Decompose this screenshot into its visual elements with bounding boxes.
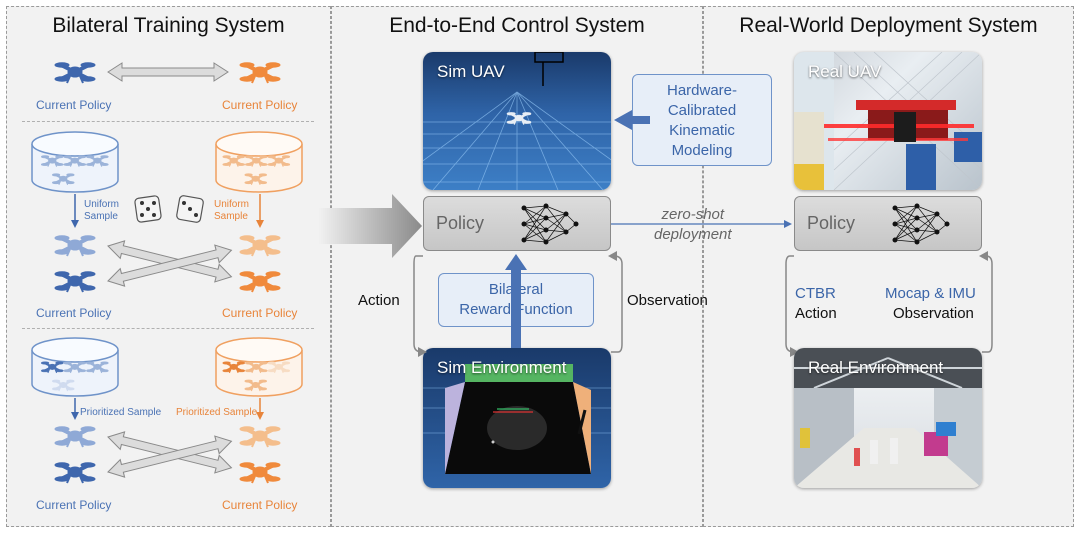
blue-prioritized-buffer-cylinder — [31, 337, 119, 397]
ctbr-label: CTBR — [795, 285, 836, 302]
exchange-arrow — [107, 62, 229, 82]
sim-environment-image: Sim Environment — [423, 348, 611, 488]
sim-policy-box: Policy — [423, 196, 611, 251]
row-separator — [22, 121, 314, 122]
dice-icon — [176, 195, 204, 223]
deployment-panel-title: Real-World Deployment System — [739, 14, 1038, 37]
current-policy-label: Current Policy — [36, 498, 112, 512]
sim-uav-image: Sim UAV — [423, 52, 611, 190]
sim-environment-title: Sim Environment — [437, 358, 567, 377]
training-panel-title: Bilateral Training System — [52, 14, 285, 37]
uniform-sample-label: Uniform Sample — [84, 199, 120, 222]
real-environment-graphic — [794, 348, 982, 488]
current-policy-label: Current Policy — [36, 98, 112, 112]
observation-label: Observation — [893, 305, 974, 322]
current-policy-label: Current Policy — [222, 498, 298, 512]
sim-environment-graphic — [423, 364, 611, 474]
current-policy-label: Current Policy — [222, 98, 298, 112]
action-label: Action — [795, 305, 837, 322]
cross-exchange-arrows — [105, 427, 235, 482]
current-policy-label: Current Policy — [222, 306, 298, 320]
real-uav-image: Real UAV — [794, 52, 982, 190]
policy-label: Policy — [436, 213, 485, 233]
blue-buffer-cylinder — [31, 131, 119, 193]
sim-uav-title: Sim UAV — [437, 62, 505, 81]
zero-shot-deployment-label: zero-shot deployment — [654, 206, 732, 243]
real-policy-box: Policy — [794, 196, 982, 251]
policy-drone-blue — [53, 60, 97, 85]
big-flow-arrow — [318, 194, 422, 258]
hardware-calibrated-kinematic-modeling-box: Hardware- Calibrated Kinematic Modeling — [632, 74, 772, 166]
dice-icon — [134, 195, 162, 223]
neural-network-icon — [521, 203, 579, 245]
neural-network-icon — [892, 203, 950, 245]
observation-label: Observation — [627, 292, 708, 309]
real-environment-image: Real Environment — [794, 348, 982, 488]
policy-label: Policy — [807, 213, 856, 233]
prioritized-sample-label: Prioritized Sample — [176, 407, 258, 418]
action-label: Action — [358, 292, 400, 309]
sim-grid-graphic — [423, 52, 611, 190]
prioritized-sample-label: Prioritized Sample — [80, 407, 162, 418]
cross-exchange-arrows — [105, 236, 235, 291]
row-separator — [22, 328, 314, 329]
real-uav-graphic — [794, 52, 982, 190]
orange-prioritized-buffer-cylinder — [215, 337, 303, 397]
current-policy-label: Current Policy — [36, 306, 112, 320]
real-uav-title: Real UAV — [808, 62, 882, 81]
control-panel-title: End-to-End Control System — [389, 14, 645, 37]
mocap-imu-label: Mocap & IMU — [885, 285, 976, 302]
bilateral-reward-function-box: Bilateral Reward Function — [438, 273, 594, 327]
real-environment-title: Real Environment — [808, 358, 944, 377]
uniform-sample-label: Uniform Sample — [214, 199, 250, 222]
policy-drone-orange — [238, 60, 282, 85]
